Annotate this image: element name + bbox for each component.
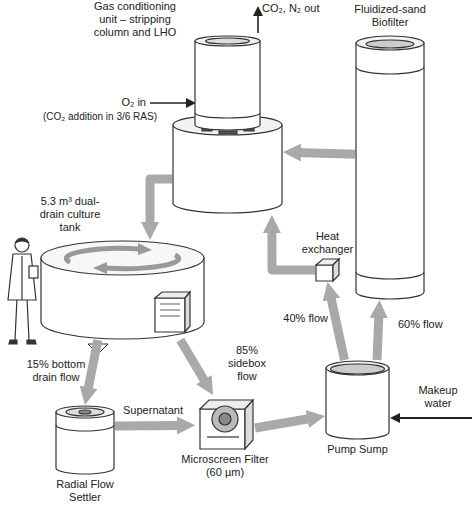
tank-top <box>41 241 204 275</box>
sump-top <box>326 361 389 375</box>
column-band <box>195 113 260 118</box>
flow-label: 85% sidebox flow <box>222 344 272 383</box>
flow-arrow <box>272 227 315 270</box>
person-clipboard <box>29 266 38 278</box>
gas-conditioning-unit: Gas conditioning unit – stripping column… <box>172 35 283 215</box>
node-label: Radial Flow Settler <box>50 478 120 504</box>
filter-side <box>245 400 253 449</box>
sump-water <box>331 364 385 374</box>
settler-top <box>56 406 114 418</box>
person-head <box>15 238 29 252</box>
node-outline <box>55 405 115 475</box>
culture-tank: 5.3 m³ dual-drain culture tank <box>40 240 205 340</box>
rotation-arrow-head <box>138 243 152 255</box>
drum-hub <box>219 413 231 425</box>
sump-body <box>326 368 389 439</box>
flow-arrow <box>115 421 183 431</box>
rotation-arrow <box>66 248 140 262</box>
biofilter-top <box>356 36 424 50</box>
flow-arrow <box>330 294 344 360</box>
person-hair <box>15 239 29 244</box>
sidebox-top <box>155 292 190 298</box>
cube-side <box>333 259 339 281</box>
settler-center <box>79 410 91 414</box>
stripping-column <box>195 41 260 130</box>
cube-front <box>316 265 333 281</box>
node-label: Heat exchanger <box>298 230 357 256</box>
pump-sump: Pump Sump <box>325 360 390 440</box>
node-outline <box>325 360 390 440</box>
biofilter-inner <box>366 40 414 48</box>
biofilter-body <box>356 43 424 299</box>
annotation-label: O₂ in <box>100 96 146 109</box>
annotation-label: CO₂, N₂ out <box>262 2 334 15</box>
flow-arrow <box>295 152 355 154</box>
sidebox <box>155 298 185 332</box>
person-leg <box>15 298 17 340</box>
node-label: 5.3 m³ dual-drain culture tank <box>35 195 105 234</box>
flow-arrow <box>255 418 313 428</box>
rotation-arrow <box>105 255 179 269</box>
filter-line <box>207 436 239 437</box>
rotation-arrow-head <box>93 262 107 274</box>
column-opening <box>206 38 250 44</box>
settler-inner <box>66 408 104 416</box>
flow-label: 15% bottom drain flow <box>25 358 87 384</box>
node-label: Fluidized-sand Biofilter <box>345 3 435 29</box>
node-label: Pump Sump <box>325 443 390 456</box>
microscreen-filter: Microscreen Filter (60 µm) <box>195 395 255 450</box>
column-top <box>195 36 260 46</box>
annotation-label: Makeup water <box>405 384 471 410</box>
biofilter-band <box>356 67 424 74</box>
node-outline <box>355 35 425 300</box>
oxygen-in-arrow <box>150 102 194 104</box>
screen-drum <box>212 406 238 432</box>
person-coat-seam <box>21 256 22 300</box>
settler-body <box>56 412 114 474</box>
flow-label: 60% flow <box>398 318 458 331</box>
node-label: Microscreen Filter (60 µm) <box>173 453 277 479</box>
flow-label: 40% flow <box>278 312 328 325</box>
person-shoe <box>9 340 17 344</box>
node-outline <box>195 395 255 450</box>
gas-out-arrow <box>257 8 259 33</box>
sidebox-grid <box>160 304 180 316</box>
node-outline <box>40 240 205 340</box>
person-figure <box>8 238 38 344</box>
grate-mark <box>219 131 237 134</box>
node-label: Gas conditioning unit – stripping column… <box>85 0 185 39</box>
sidebox-side <box>185 292 190 332</box>
flow-arrow <box>150 179 172 228</box>
radial-flow-settler: Radial Flow Settler <box>55 405 115 475</box>
flow-arrow <box>377 312 379 360</box>
biofilter-band <box>356 272 424 279</box>
node-outline <box>172 35 283 215</box>
annotation-label: (CO₂ addition in 3/6 RAS) <box>30 110 170 123</box>
person-shoe <box>27 340 36 344</box>
heat-exchanger: Heat exchanger <box>315 258 340 282</box>
flow-label: Supernatant <box>118 404 188 417</box>
makeup-water-arrow <box>392 417 472 419</box>
node-outline <box>315 258 340 282</box>
flow-arrow <box>180 340 207 385</box>
base-cylinder <box>173 125 282 213</box>
biofilter: Fluidized-sand Biofilter <box>355 35 425 300</box>
person-leg <box>27 298 29 340</box>
flow-arrow <box>87 340 98 393</box>
settler-band <box>56 425 114 431</box>
